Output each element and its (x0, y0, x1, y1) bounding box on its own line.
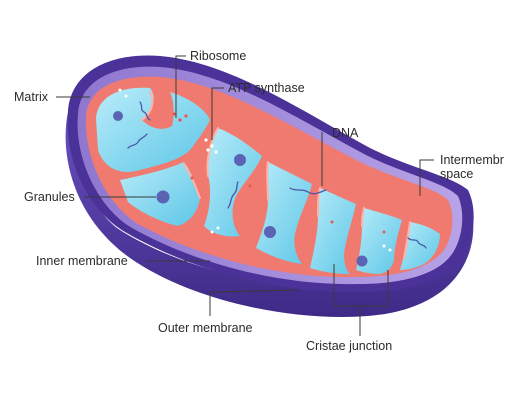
dna-strand (127, 133, 148, 149)
cristae-highlights (141, 91, 411, 259)
label-cristae-junction: Cristae junction (306, 339, 392, 353)
label-atp-synthase: ATP synthase (228, 81, 305, 95)
leader-intermembrane (419, 159, 434, 196)
leader-atp-synthase (211, 87, 224, 140)
dna-strands (127, 101, 427, 249)
atp-synthase-dots (118, 88, 392, 252)
matrix-compartments (96, 87, 440, 274)
granule (234, 154, 246, 166)
granule (264, 226, 276, 238)
leader-outer-membrane (209, 289, 299, 316)
granule (156, 190, 170, 204)
outer-membrane-shell (65, 112, 474, 317)
label-dna: DNA (332, 126, 359, 140)
granule (113, 111, 123, 121)
dna-strand (289, 187, 327, 195)
dna-strand (407, 237, 427, 249)
granule (356, 255, 368, 267)
label-outer-membrane: Outer membrane (158, 321, 253, 335)
label-granules: Granules (24, 190, 75, 204)
leader-lines (56, 55, 434, 336)
dna-strand (139, 101, 151, 121)
dna-strand (227, 181, 239, 209)
ribosome-dots (172, 112, 386, 234)
granules (113, 111, 368, 267)
label-intermembrane-line1: Intermembr (440, 153, 504, 167)
leader-ribosome (175, 55, 186, 118)
label-ribosome: Ribosome (190, 49, 246, 63)
label-matrix: Matrix (14, 90, 49, 104)
label-intermembrane-line2: space (440, 167, 473, 181)
label-inner-membrane: Inner membrane (36, 254, 128, 268)
leader-cristae-junction (333, 264, 389, 307)
